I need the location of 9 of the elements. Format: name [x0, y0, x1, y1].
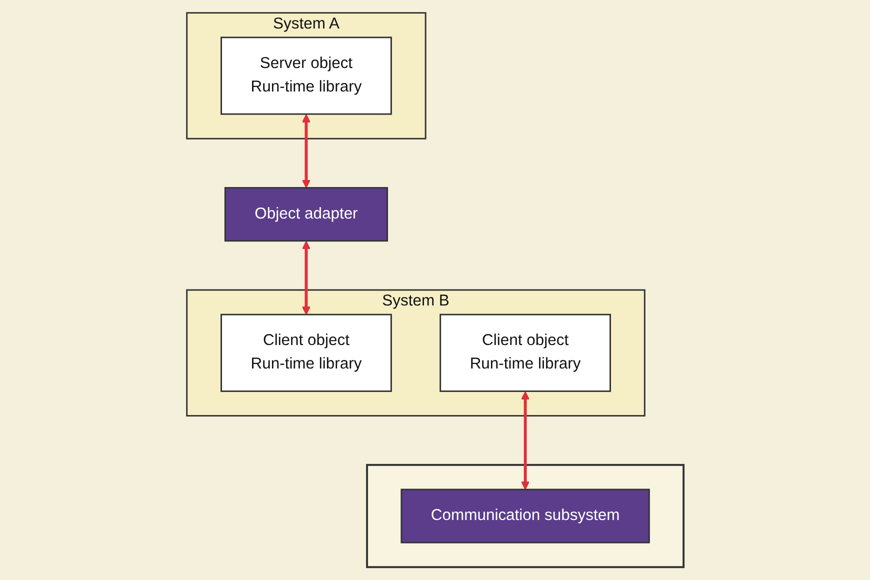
- cluster: [366, 464, 684, 568]
- arrow: [302, 114, 310, 188]
- node-box: Server object Run-time library: [220, 36, 392, 115]
- node-box: Object adapter: [224, 187, 388, 242]
- arrow: [302, 240, 310, 315]
- node-box: Communication subsystem: [400, 488, 650, 544]
- arrow: [520, 391, 530, 490]
- node-box: Client object Run-time library: [220, 314, 392, 392]
- node-box: Client object Run-time library: [439, 314, 611, 392]
